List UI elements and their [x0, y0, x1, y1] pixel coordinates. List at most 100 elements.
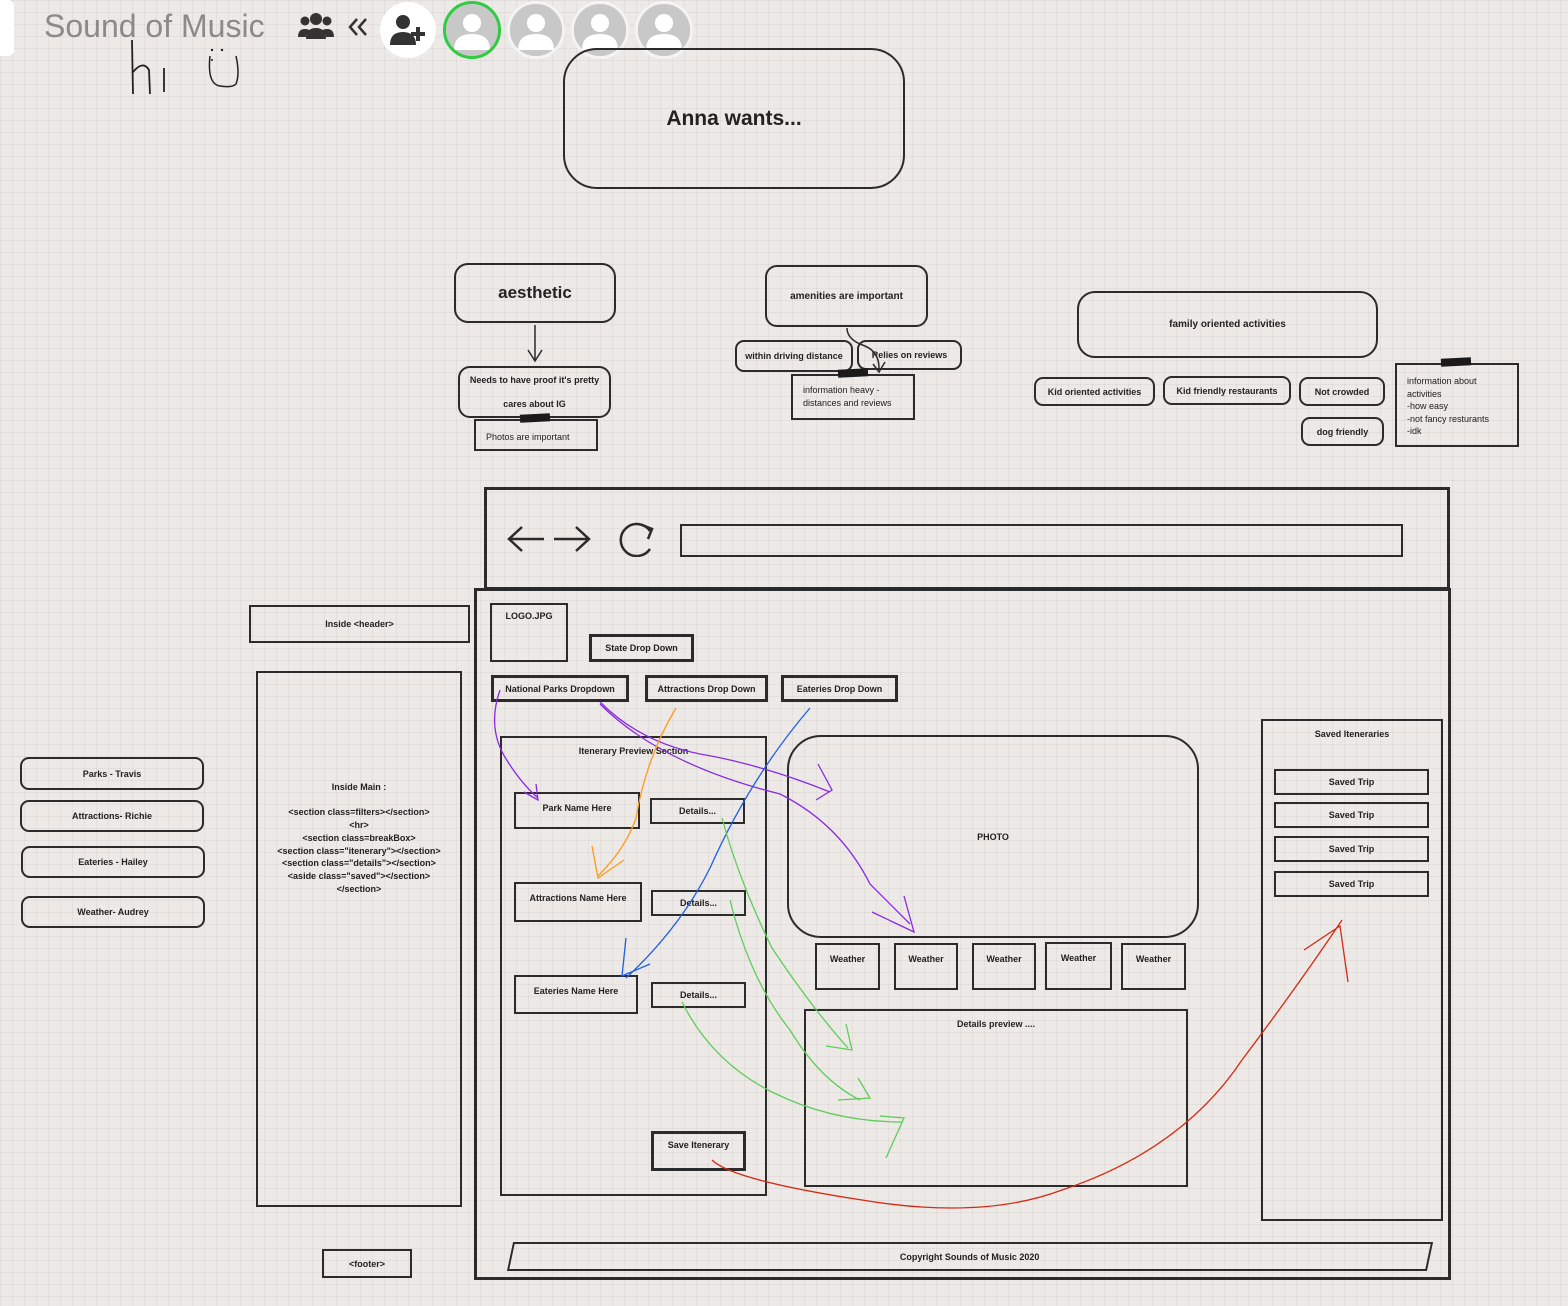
- amenities-text: amenities are important: [790, 290, 903, 302]
- avatar-user-1[interactable]: [443, 1, 501, 59]
- kid-activities-text: Kid oriented activities: [1047, 386, 1142, 397]
- team-parks-text: Parks - Travis: [82, 768, 142, 779]
- aesthetic-card[interactable]: aesthetic: [454, 263, 616, 323]
- weather-card-2[interactable]: Weather: [894, 943, 958, 990]
- relies-reviews-pill[interactable]: Relies on reviews: [857, 340, 962, 370]
- attractions-details-button[interactable]: Details...: [651, 890, 746, 916]
- inside-main-box[interactable]: Inside Main : <section class=filters></s…: [256, 671, 462, 1207]
- add-user-button[interactable]: [380, 2, 436, 58]
- forward-arrow-icon[interactable]: [552, 521, 592, 557]
- saved-trip-text: Saved Trip: [1328, 810, 1375, 820]
- park-details-button[interactable]: Details...: [650, 798, 745, 824]
- dog-friendly-text: dog friendly: [1316, 426, 1369, 437]
- details-preview-title: Details preview ....: [956, 1019, 1036, 1029]
- aesthetic-proof-text: Needs to have proof it's pretty cares ab…: [469, 375, 600, 409]
- dog-friendly-pill[interactable]: dog friendly: [1301, 417, 1384, 446]
- browser-page-frame: [474, 588, 1451, 1280]
- activities-note-line: -how easy: [1407, 401, 1449, 411]
- activities-note-line: -not fancy resturants: [1407, 413, 1490, 424]
- state-dropdown-text: State Drop Down: [605, 643, 678, 653]
- inside-main-text: Inside Main : <section class=filters></s…: [277, 782, 441, 894]
- aesthetic-text: aesthetic: [498, 283, 572, 302]
- attractions-dropdown-text: Attractions Drop Down: [657, 683, 756, 694]
- not-crowded-pill[interactable]: Not crowded: [1299, 377, 1385, 406]
- parks-dropdown[interactable]: National Parks Dropdown: [491, 675, 629, 702]
- photo-text: PHOTO: [977, 831, 1009, 842]
- avatar-icon: [574, 4, 626, 56]
- park-details-text: Details...: [678, 806, 716, 816]
- attractions-dropdown[interactable]: Attractions Drop Down: [645, 675, 768, 702]
- park-name-text: Park Name Here: [542, 803, 612, 813]
- eateries-dropdown[interactable]: Eateries Drop Down: [781, 675, 898, 702]
- saved-itineraries-aside: Saved Iteneraries: [1261, 719, 1443, 1221]
- relies-reviews-text: Relies on reviews: [871, 350, 948, 360]
- collapse-double-chevron-icon[interactable]: [346, 12, 370, 42]
- board-title[interactable]: Sound of Music: [44, 8, 265, 44]
- activities-note-line: information about: [1407, 376, 1477, 386]
- saved-trip-text: Saved Trip: [1328, 879, 1375, 889]
- team-weather[interactable]: Weather- Audrey: [21, 896, 205, 928]
- avatar-user-2[interactable]: [507, 1, 565, 59]
- footer-tag-text: <footer>: [348, 1258, 385, 1269]
- eateries-dropdown-text: Eateries Drop Down: [796, 683, 883, 694]
- weather-card-5[interactable]: Weather: [1121, 943, 1186, 990]
- eateries-name-box[interactable]: Eateries Name Here: [514, 975, 638, 1014]
- team-eateries[interactable]: Eateries - Hailey: [21, 846, 205, 878]
- back-arrow-icon[interactable]: [506, 521, 546, 557]
- team-parks[interactable]: Parks - Travis: [20, 757, 204, 790]
- saved-itineraries-title: Saved Iteneraries: [1314, 729, 1390, 739]
- not-crowded-text: Not crowded: [1314, 386, 1370, 397]
- save-itinerary-button[interactable]: Save Itenerary: [651, 1131, 746, 1171]
- kid-restaurants-pill[interactable]: Kid friendly restaurants: [1163, 376, 1291, 405]
- logo-placeholder[interactable]: LOGO.JPG: [490, 603, 568, 662]
- weather-card-4[interactable]: Weather: [1045, 942, 1112, 990]
- info-heavy-text: information heavy - distances and review…: [803, 385, 892, 408]
- activities-note-line: -idk: [1407, 426, 1422, 436]
- avatar-icon: [446, 4, 498, 56]
- weather-text: Weather: [1135, 954, 1172, 964]
- weather-card-1[interactable]: Weather: [815, 943, 880, 990]
- anna-wants-text: Anna wants...: [666, 106, 802, 130]
- team-attractions[interactable]: Attractions- Richie: [20, 800, 204, 832]
- kid-activities-pill[interactable]: Kid oriented activities: [1034, 377, 1155, 406]
- weather-text: Weather: [986, 954, 1022, 964]
- amenities-card[interactable]: amenities are important: [765, 265, 928, 327]
- saved-trip-3[interactable]: Saved Trip: [1274, 836, 1429, 862]
- saved-trip-2[interactable]: Saved Trip: [1274, 802, 1429, 828]
- attractions-name-box[interactable]: Attractions Name Here: [514, 882, 642, 922]
- driving-distance-pill[interactable]: within driving distance: [735, 340, 853, 372]
- saved-trip-text: Saved Trip: [1328, 844, 1375, 854]
- weather-text: Weather: [908, 954, 944, 964]
- itinerary-preview-title: Itenerary Preview Section: [578, 746, 689, 756]
- saved-trip-text: Saved Trip: [1328, 777, 1375, 787]
- team-weather-text: Weather- Audrey: [77, 907, 149, 917]
- inside-header-text: Inside <header>: [325, 619, 394, 629]
- handwriting-hi[interactable]: [126, 38, 246, 98]
- inside-header-box[interactable]: Inside <header>: [249, 605, 470, 643]
- footer-tag-box[interactable]: <footer>: [322, 1249, 412, 1278]
- avatar-icon: [510, 4, 562, 56]
- park-name-box[interactable]: Park Name Here: [514, 792, 640, 829]
- team-attractions-text: Attractions- Richie: [71, 811, 152, 821]
- family-activities-text: family oriented activities: [1169, 319, 1286, 330]
- save-itinerary-text: Save Itenerary: [667, 1140, 730, 1150]
- family-activities-card[interactable]: family oriented activities: [1077, 291, 1378, 358]
- saved-trip-4[interactable]: Saved Trip: [1274, 871, 1429, 897]
- refresh-icon[interactable]: [614, 519, 656, 558]
- saved-trip-1[interactable]: Saved Trip: [1274, 769, 1429, 795]
- state-dropdown[interactable]: State Drop Down: [589, 634, 694, 662]
- photo-placeholder[interactable]: PHOTO: [787, 735, 1199, 938]
- users-icon[interactable]: [298, 8, 334, 44]
- eateries-details-button[interactable]: Details...: [651, 982, 746, 1008]
- side-panel-tab[interactable]: [0, 0, 14, 56]
- avatar-icon: [638, 4, 690, 56]
- eateries-name-text: Eateries Name Here: [533, 986, 619, 996]
- weather-card-3[interactable]: Weather: [972, 943, 1036, 990]
- eateries-details-text: Details...: [679, 990, 717, 1000]
- details-preview-section: Details preview ....: [804, 1009, 1188, 1187]
- address-bar[interactable]: [680, 524, 1403, 557]
- anna-wants-card[interactable]: Anna wants...: [563, 48, 905, 189]
- attractions-details-text: Details...: [679, 898, 717, 908]
- attractions-name-text: Attractions Name Here: [529, 893, 627, 903]
